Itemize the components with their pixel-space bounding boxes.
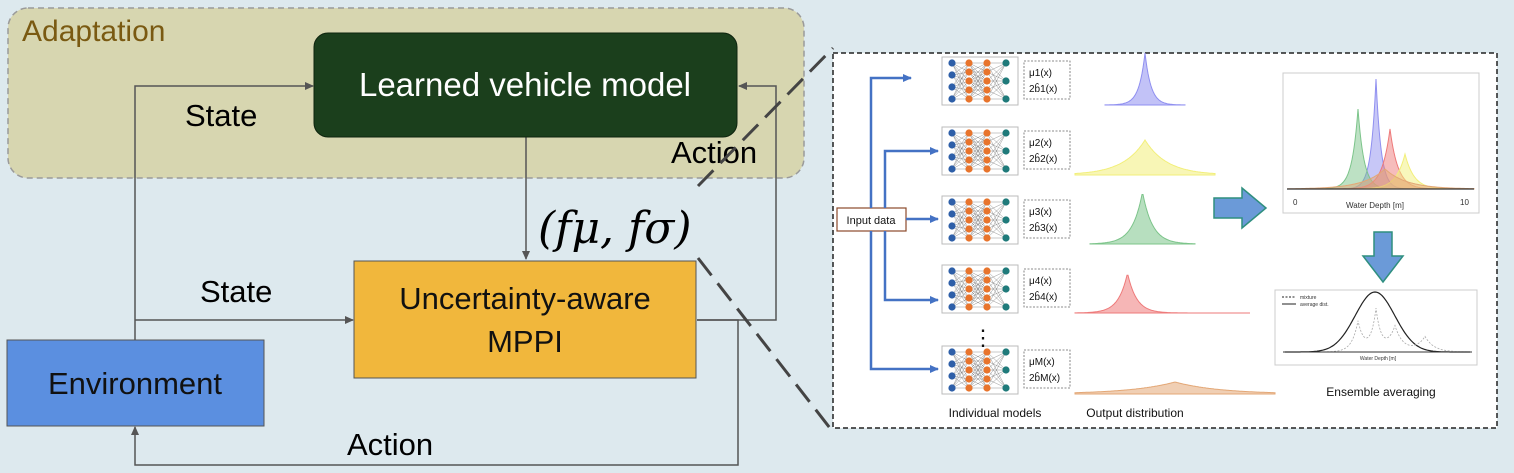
chart1-tick-min: 0 [1293, 198, 1298, 207]
learned-model-box: Learned vehicle model [313, 32, 738, 138]
output-distribution-curve [1074, 274, 1250, 314]
mean-label: μ2(x) [1029, 138, 1052, 149]
ensemble-averaging-label: Ensemble averaging [1326, 385, 1435, 399]
scale-label: 2b̂1(x) [1029, 81, 1057, 95]
output-distribution-curve [1074, 139, 1216, 176]
mean-label: μM(x) [1029, 357, 1055, 368]
state-label-mid: State [200, 274, 272, 309]
model-row: μ2(x) 2b̂2(x) [941, 126, 1216, 176]
ensemble-figure: Input data μ1(x) 2b̂1(x) μ2(x) 2b̂2(x) μ3(x)… [832, 52, 1498, 429]
mixture-curve [1285, 308, 1470, 353]
uncertainty-formula: (fμ, fσ) [538, 203, 692, 254]
zoom-connector [696, 46, 835, 433]
environment-box: Environment [6, 339, 265, 427]
output-distribution-curve [1074, 381, 1276, 395]
overlay-distributions-chart: 0 10 Water Depth [m] [1282, 72, 1480, 214]
branch-arrows [869, 74, 939, 373]
model-row: μ4(x) 2b̂4(x) [941, 264, 1250, 314]
model-row: μM(x) 2b̂M(x) [941, 345, 1276, 395]
state-label-top: State [185, 98, 257, 133]
action-label-right: Action [671, 135, 757, 170]
state-to-model-arrow [134, 82, 314, 340]
action-to-environment-arrow [131, 319, 739, 466]
chart2-legend-mixture: mixture [1300, 295, 1317, 301]
output-distribution-curve [1089, 194, 1196, 245]
adaptation-label: Adaptation [22, 15, 165, 48]
mean-label: μ1(x) [1029, 68, 1052, 79]
mean-label: μ3(x) [1029, 207, 1052, 218]
scale-label: 2b̂M(x) [1029, 370, 1060, 384]
model-rows: μ1(x) 2b̂1(x) μ2(x) 2b̂2(x) μ3(x) 2b̂3(x) μ4(x… [941, 52, 1276, 395]
chart1-xlabel: Water Depth [m] [1346, 201, 1404, 210]
mppi-label-line2: MPPI [487, 324, 563, 359]
model-row: μ3(x) 2b̂3(x) [941, 194, 1196, 245]
learned-model-label: Learned vehicle model [359, 66, 691, 103]
overlay-curve [1287, 168, 1475, 190]
model-row: μ1(x) 2b̂1(x) [941, 52, 1186, 106]
right-arrow-icon [1213, 186, 1268, 230]
individual-models-label: Individual models [949, 406, 1042, 420]
mppi-box: Uncertainty-aware MPPI [353, 260, 697, 379]
chart1-tick-max: 10 [1460, 198, 1469, 207]
chart2-xlabel: Water Depth [m] [1360, 356, 1397, 362]
chart2-legend-average: average dist. [1300, 302, 1329, 308]
output-distribution-curve [1104, 52, 1186, 106]
mppi-label-line1: Uncertainty-aware [399, 281, 651, 316]
ensemble-average-chart: mixture average dist. Water Depth [m] [1274, 289, 1478, 366]
action-label-bottom: Action [347, 427, 433, 462]
input-data-label: Input data [847, 215, 897, 227]
feedback-wires [131, 82, 777, 466]
output-distribution-label: Output distribution [1086, 406, 1183, 420]
environment-label: Environment [48, 366, 222, 401]
down-arrow-icon [1361, 231, 1405, 284]
scale-label: 2b̂2(x) [1029, 151, 1057, 165]
vertical-ellipsis: ⋮ [972, 325, 994, 350]
scale-label: 2b̂4(x) [1029, 289, 1057, 303]
mean-label: μ4(x) [1029, 276, 1052, 287]
scale-label: 2b̂3(x) [1029, 220, 1057, 234]
